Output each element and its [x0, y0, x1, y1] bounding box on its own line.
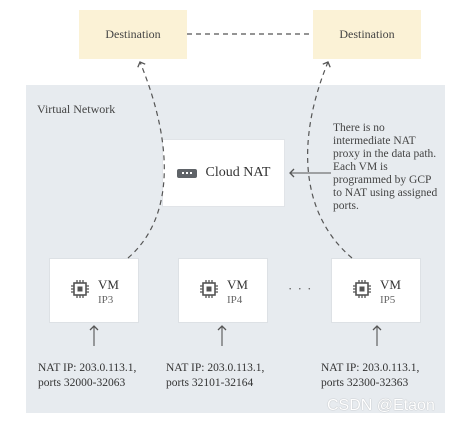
vm-node-ip5: VM IP5	[332, 259, 420, 322]
cpu-chip-icon	[200, 280, 218, 298]
virtual-network-region	[26, 85, 445, 413]
nat-ip-line: NAT IP: 203.0.113.1,	[38, 362, 137, 374]
nat-assignment-ip5: NAT IP: 203.0.113.1, ports 32300-32363	[321, 361, 419, 391]
nat-assignment-ip4: NAT IP: 203.0.113.1, ports 32101-32164	[166, 361, 264, 391]
vm-node-ip4: VM IP4	[179, 259, 267, 322]
cloud-nat-node: Cloud NAT	[163, 140, 284, 206]
watermark-text: CSDN @Etaon	[327, 397, 435, 414]
egress-path-left	[127, 61, 165, 259]
vm-node-ip3: VM IP3	[50, 259, 138, 322]
destination-node-left: Destination	[79, 10, 187, 59]
vm-title: VM	[98, 277, 119, 292]
vm-title: VM	[380, 277, 401, 292]
vm-title: VM	[227, 277, 248, 292]
nat-ip-line: NAT IP: 203.0.113.1,	[321, 362, 420, 374]
ports-line: ports 32300-32363	[321, 377, 409, 389]
cloud-nat-label: Cloud NAT	[205, 165, 271, 180]
vm-ip-label: IP4	[227, 294, 243, 306]
vm-ip-label: IP3	[98, 294, 114, 306]
cpu-chip-icon	[353, 280, 371, 298]
nat-explanation-note: There is no intermediate NAT proxy in th…	[333, 122, 438, 212]
nat-assignment-ip3: NAT IP: 203.0.113.1, ports 32000-32063	[38, 361, 136, 391]
destination-node-right: Destination	[313, 10, 421, 59]
router-icon	[176, 168, 197, 178]
virtual-network-label: Virtual Network	[37, 102, 116, 116]
more-vms-ellipsis: · · ·	[288, 281, 313, 296]
destination-label: Destination	[105, 27, 161, 41]
ports-line: ports 32000-32063	[38, 377, 126, 389]
destination-label: Destination	[339, 27, 395, 41]
egress-path-right	[307, 61, 353, 259]
ports-line: ports 32101-32164	[166, 377, 254, 389]
cpu-chip-icon	[71, 280, 89, 298]
vm-ip-label: IP5	[380, 294, 396, 306]
nat-ip-line: NAT IP: 203.0.113.1,	[166, 362, 265, 374]
